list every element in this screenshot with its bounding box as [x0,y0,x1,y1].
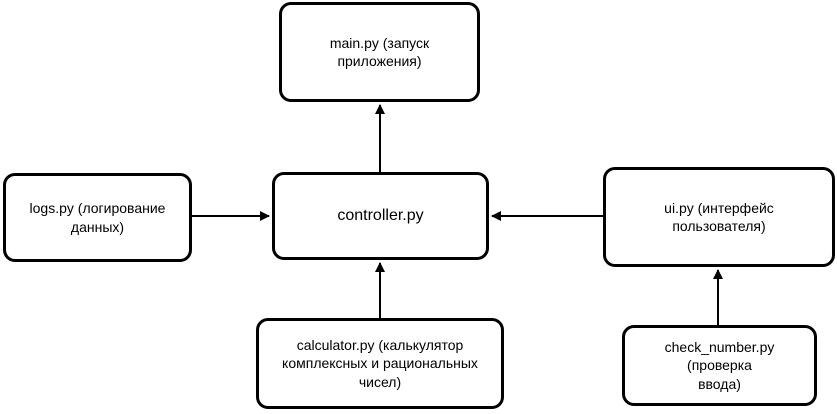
node-main-py[interactable]: main.py (запуск приложения) [279,2,480,102]
node-controller-py[interactable]: controller.py [272,172,489,260]
node-calculator-py[interactable]: calculator.py (калькулятор комплексных и… [256,318,504,409]
node-logs-py[interactable]: logs.py (логирование данных) [3,173,192,262]
node-check-number-py-label: check_number.py (проверка ввода) [664,339,775,392]
node-ui-py[interactable]: ui.py (интерфейс пользователя) [603,167,835,267]
node-main-py-label: main.py (запуск приложения) [329,34,430,69]
node-ui-py-label: ui.py (интерфейс пользователя) [664,199,774,234]
node-check-number-py[interactable]: check_number.py (проверка ввода) [622,325,817,406]
node-logs-py-label: logs.py (логирование данных) [29,200,166,235]
node-controller-py-label: controller.py [337,206,424,224]
node-calculator-py-label: calculator.py (калькулятор комплексных и… [282,337,478,390]
